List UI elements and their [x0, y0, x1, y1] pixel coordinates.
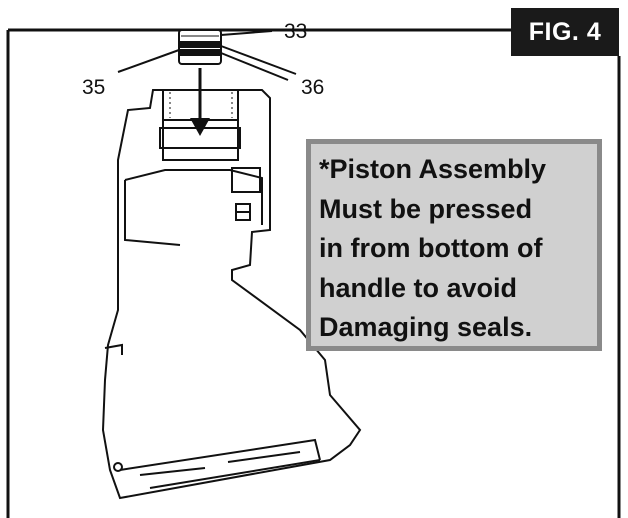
figure-label: FIG. 4 — [511, 8, 619, 56]
note-line-2: Must be pressed — [319, 193, 533, 224]
callout-35: 35 — [82, 76, 106, 99]
figure-border — [6, 28, 621, 518]
warning-note: *Piston Assembly Must be pressed in from… — [306, 139, 602, 351]
note-line-3: in from bottom of — [319, 233, 543, 263]
callout-33: 33 — [284, 20, 308, 43]
bore-dashes — [169, 92, 233, 118]
piston-part — [178, 29, 222, 65]
note-line-5: Damaging seals. — [319, 312, 533, 342]
note-line-1: *Piston Assembly — [319, 154, 547, 184]
note-line-4: handle to avoid — [319, 272, 518, 303]
handle-body — [101, 89, 362, 500]
callout-36: 36 — [301, 76, 325, 99]
insertion-arrow — [190, 68, 210, 136]
leader-lines — [117, 30, 297, 81]
